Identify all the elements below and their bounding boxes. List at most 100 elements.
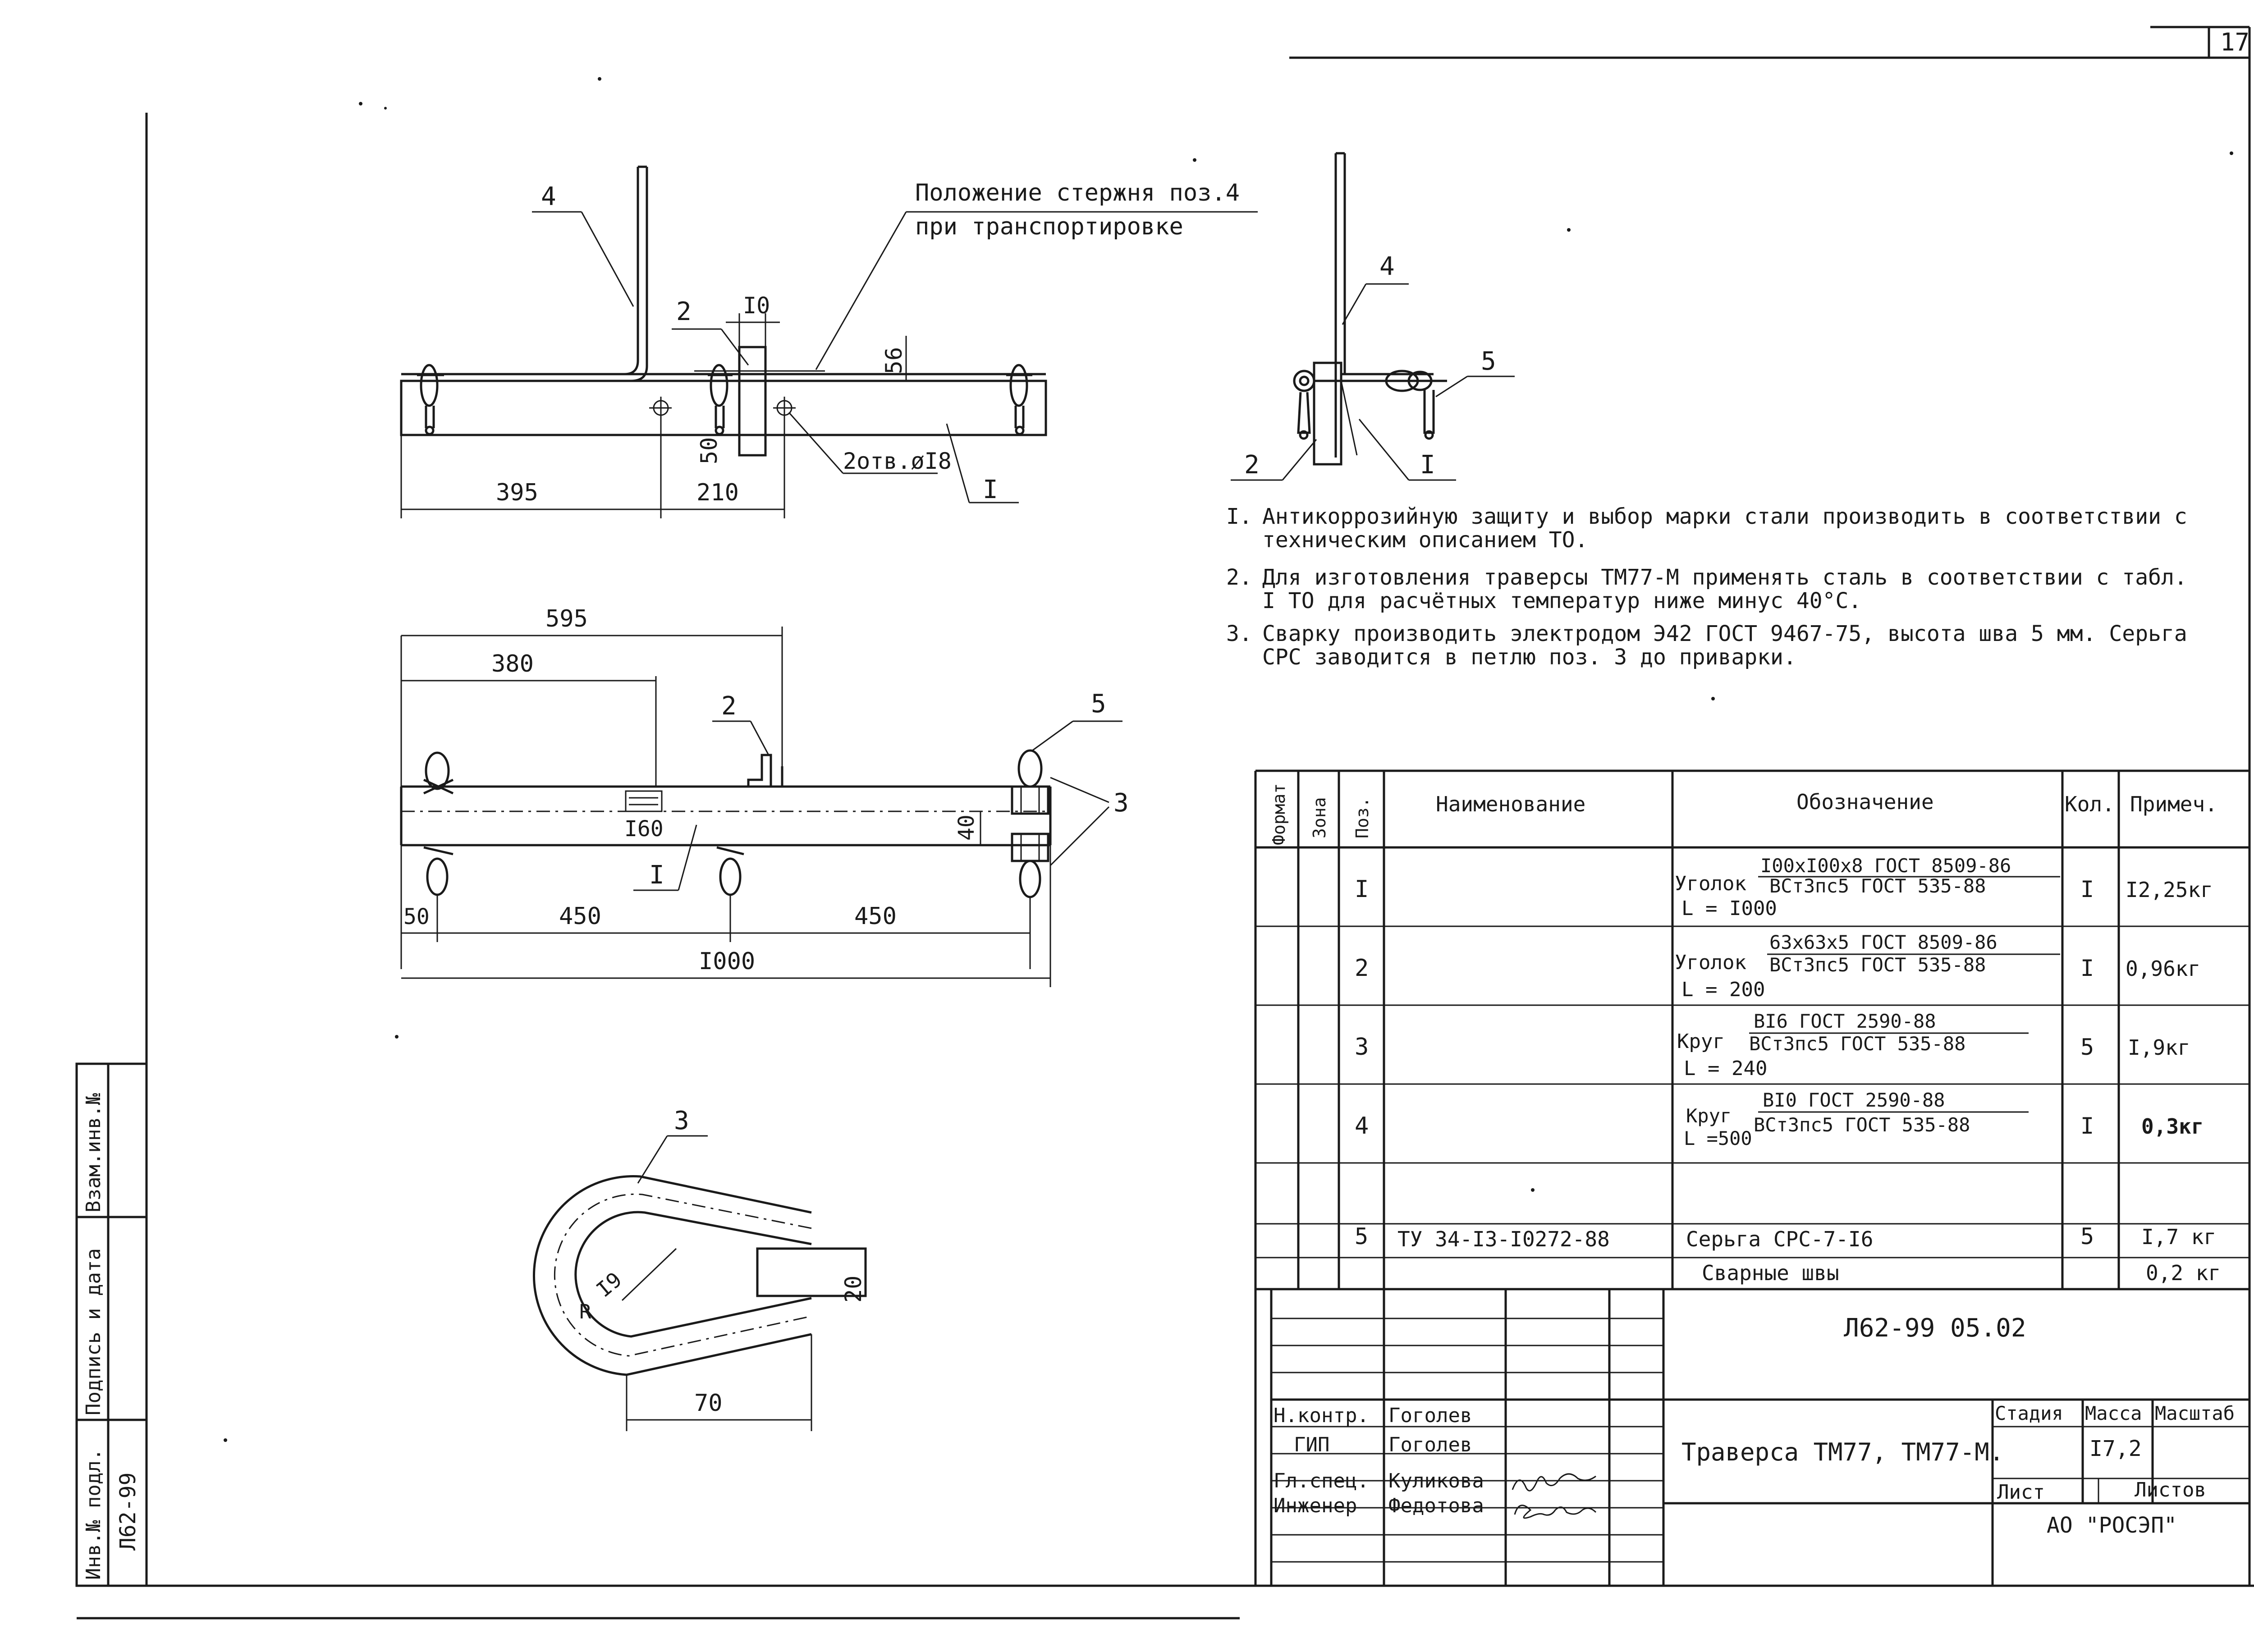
plan-shackle-top-left (423, 751, 454, 795)
spec-row-qty: I (2080, 1113, 2094, 1139)
spec-row5-designation: Серьга СРС-7-I6 (1686, 1227, 1873, 1251)
dim-40: 40 (954, 815, 979, 841)
role-name: Федотова (1388, 1494, 1484, 1517)
shackle-top-left (417, 364, 444, 435)
spec-row: 4 Круг BI0 ГОСТ 2590-88 ВСт3пс5 ГОСТ 535… (1355, 1089, 2204, 1149)
view-side: 4 5 2 I (1231, 152, 1515, 481)
role-label: ГИП (1294, 1433, 1329, 1456)
spec-row5-pos: 5 (1355, 1223, 1368, 1249)
spec-row-line2: ВСт3пс5 ГОСТ 535-88 (1769, 875, 1986, 897)
role-name: Гоголев (1388, 1433, 1472, 1456)
loop-dim-70: 70 (694, 1390, 723, 1417)
dim-450-left: 450 (559, 903, 601, 930)
stage-label: Стадия (1995, 1402, 2063, 1424)
spec-row-pos: I (1355, 876, 1369, 903)
spec-row-line1: I00xI00x8 ГОСТ 8509-86 (1760, 855, 2011, 877)
plan-shackle-bottom-left (421, 844, 455, 896)
spec-row: I Уголок I00xI00x8 ГОСТ 8509-86 ВСт3пс5 … (1355, 855, 2213, 920)
spec-table: Формат Зона Поз. Наименование Обозначени… (1254, 769, 2249, 1586)
dim-50-plan: 50 (403, 904, 430, 929)
spec-row-line3: L = I000 (1681, 897, 1777, 920)
caption-rod-position: Положение стержня поз.4 (915, 179, 1240, 206)
scale-label: Масштаб (2155, 1402, 2235, 1424)
spec-row-line1: 63x63x5 ГОСТ 8509-86 (1769, 931, 1997, 953)
signature-fedotova (1514, 1505, 1597, 1519)
spec-row-prefix: Уголок (1675, 951, 1746, 974)
side-stamp-inv-value: Л62-99 (115, 1473, 141, 1551)
shackle-top-center (708, 364, 733, 435)
spec-row-line1: BI0 ГОСТ 2590-88 (1763, 1089, 1945, 1111)
plan-shackle-bottom-center (715, 844, 746, 896)
spec-row-line3: L =500 (1684, 1127, 1752, 1149)
spec-row-pos: 4 (1355, 1112, 1369, 1139)
plan-shackle-top-right (1011, 749, 1049, 815)
dim-50: 50 (696, 437, 722, 464)
spec-row-note: I,9кг (2128, 1035, 2190, 1060)
spec-row-note: I2,25кг (2126, 878, 2213, 902)
plan-shackle-bottom-right (1011, 833, 1049, 898)
loop-dim-r19: I9 (591, 1267, 626, 1302)
drawing-title: Траверса ТМ77, ТМ77-М. (1681, 1438, 2004, 1466)
spec-row5-name: ТУ 34-I3-I0272-88 (1397, 1227, 1610, 1251)
title-block: Л62-99 05.02 Траверса ТМ77, ТМ77-М. Н.ко… (1270, 1289, 2249, 1586)
spec-row-line1: BI6 ГОСТ 2590-88 (1754, 1010, 1936, 1032)
spec-header-name: Наименование (1436, 792, 1585, 816)
spec-row-line2: ВСт3пс5 ГОСТ 535-88 (1749, 1033, 1965, 1055)
note-item: 2.Для изготовления траверсы ТМ77-М приме… (1226, 566, 2209, 613)
spec-welds-note: 0,2 кг (2146, 1261, 2221, 1285)
spec-row-line2: ВСт3пс5 ГОСТ 535-88 (1769, 954, 1986, 976)
plan-leader-pos-5: 5 (1091, 689, 1106, 718)
sheets-label: Листов (2135, 1478, 2206, 1501)
shackle-side-left (1293, 370, 1315, 440)
signature-kulikova (1512, 1473, 1596, 1492)
dim-holes: 2отв.øI8 (843, 448, 952, 474)
side-leader-pos-4: 4 (1379, 252, 1395, 281)
side-stamp-podpis-data: Подпись и дата (82, 1248, 105, 1415)
caption-transport: при транспортировке (915, 213, 1183, 240)
note-number: 3. (1226, 621, 1252, 646)
dim-210: 210 (696, 479, 739, 506)
dim-595: 595 (545, 605, 588, 632)
spec-header-qty: Кол. (2065, 792, 2115, 816)
spec-row: 3 Круг BI6 ГОСТ 2590-88 ВСт3пс5 ГОСТ 535… (1355, 1010, 2190, 1080)
spec-row-line2: ВСт3пс5 ГОСТ 535-88 (1754, 1114, 1970, 1136)
leader-pos-2: 2 (676, 297, 692, 326)
spec-row-line3: L = 240 (1684, 1057, 1767, 1080)
sheet-frame: 17 (77, 26, 2254, 1620)
side-leader-pos-1: I (1420, 450, 1435, 480)
mass-label: Масса (2085, 1402, 2142, 1424)
spec-header-designation: Обозначение (1796, 790, 1934, 814)
role-name: Гоголев (1388, 1404, 1472, 1427)
view-loop: 20 R I9 70 3 (533, 1106, 867, 1431)
note-text: Антикоррозийную защиту и выбор марки ста… (1262, 504, 2187, 553)
spec-row-qty: 5 (2080, 1034, 2094, 1060)
loop-dim-r: R (579, 1300, 591, 1323)
spec-row-pos: 3 (1355, 1034, 1369, 1061)
shackle-side-right (1385, 370, 1435, 440)
sheet-corner-number: 17 (2220, 28, 2249, 56)
spec-row-pos: 2 (1355, 955, 1369, 982)
loop-leader-pos-3: 3 (674, 1106, 689, 1135)
dim-1000: I000 (699, 948, 755, 975)
sheet-label: Лист (1997, 1481, 2045, 1504)
dim-380: 380 (491, 650, 534, 677)
side-stamp-vzam-inv: Взам.инв.№ (82, 1093, 105, 1213)
spec-row5-note: I,7 кг (2141, 1225, 2216, 1249)
leader-pos-4: 4 (541, 182, 556, 211)
spec-row-prefix: Уголок (1675, 872, 1746, 895)
spec-row: 2 Уголок 63x63x5 ГОСТ 8509-86 ВСт3пс5 ГО… (1355, 931, 2200, 1001)
view-front-elevation: 395 210 I0 56 50 2отв.øI8 4 2 I Положени… (400, 165, 1258, 518)
spec-row-qty: I (2080, 876, 2094, 902)
plan-leader-pos-2: 2 (721, 691, 737, 721)
dim-10: I0 (743, 293, 770, 319)
loop-dim-20: 20 (840, 1276, 866, 1303)
side-stamp: Взам.инв.№ Подпись и дата Инв.№ подл. Л6… (75, 1062, 148, 1587)
role-name: Куликова (1388, 1469, 1484, 1492)
spec-header-pos: Поз. (1352, 797, 1372, 838)
spec-row-line3: L = 200 (1681, 978, 1765, 1001)
side-leader-pos-2: 2 (1244, 450, 1260, 480)
note-text: Для изготовления траверсы ТМ77-М применя… (1262, 565, 2187, 613)
shackle-top-right (1006, 364, 1032, 435)
role-label: Гл.спец. (1274, 1469, 1369, 1492)
mass-value: I7,2 (2089, 1436, 2142, 1461)
